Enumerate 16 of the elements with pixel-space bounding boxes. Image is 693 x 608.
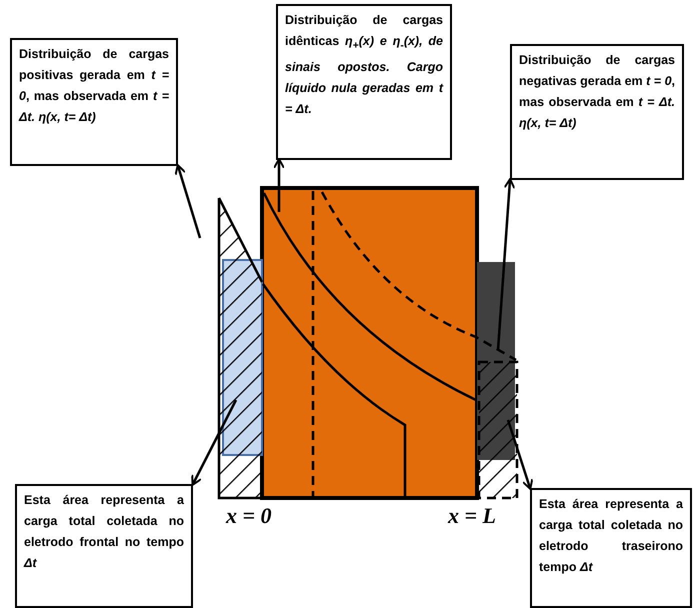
hatched-area bbox=[478, 360, 518, 500]
dashed-curve bbox=[320, 191, 517, 362]
distribution-curves bbox=[262, 192, 478, 498]
axis-label: x = L bbox=[448, 503, 496, 529]
arrow bbox=[191, 399, 238, 486]
annotation-box: Distribuição de cargas negativas gerada em t = 0, mas observada em t = Δt. η(x, t= Δt) bbox=[510, 44, 684, 180]
hatched-triangle bbox=[218, 196, 264, 500]
annotation-box: Distribuição de cargas positivas gerada em t = 0, mas observada em t = Δt. η(x, t= Δt) bbox=[10, 38, 178, 166]
annotation-box: Distribuição de cargas idênticas η$_{+}$(x) e η$_{-}$(x), de sinais opostos. Cargo líquido nula geradas em t = Δt. bbox=[276, 4, 452, 160]
arrow bbox=[174, 164, 202, 238]
annotation-box: Esta área representa a carga total coletada no eletrodo frontal no tempo Δt bbox=[15, 484, 193, 608]
arrow bbox=[506, 420, 534, 490]
arrow bbox=[273, 158, 285, 212]
axis-label: x = 0 bbox=[226, 503, 272, 529]
arrow bbox=[496, 178, 516, 350]
annotation-box: Esta área representa a carga total coletada no eletrodo traseirono tempo Δt bbox=[530, 488, 692, 608]
